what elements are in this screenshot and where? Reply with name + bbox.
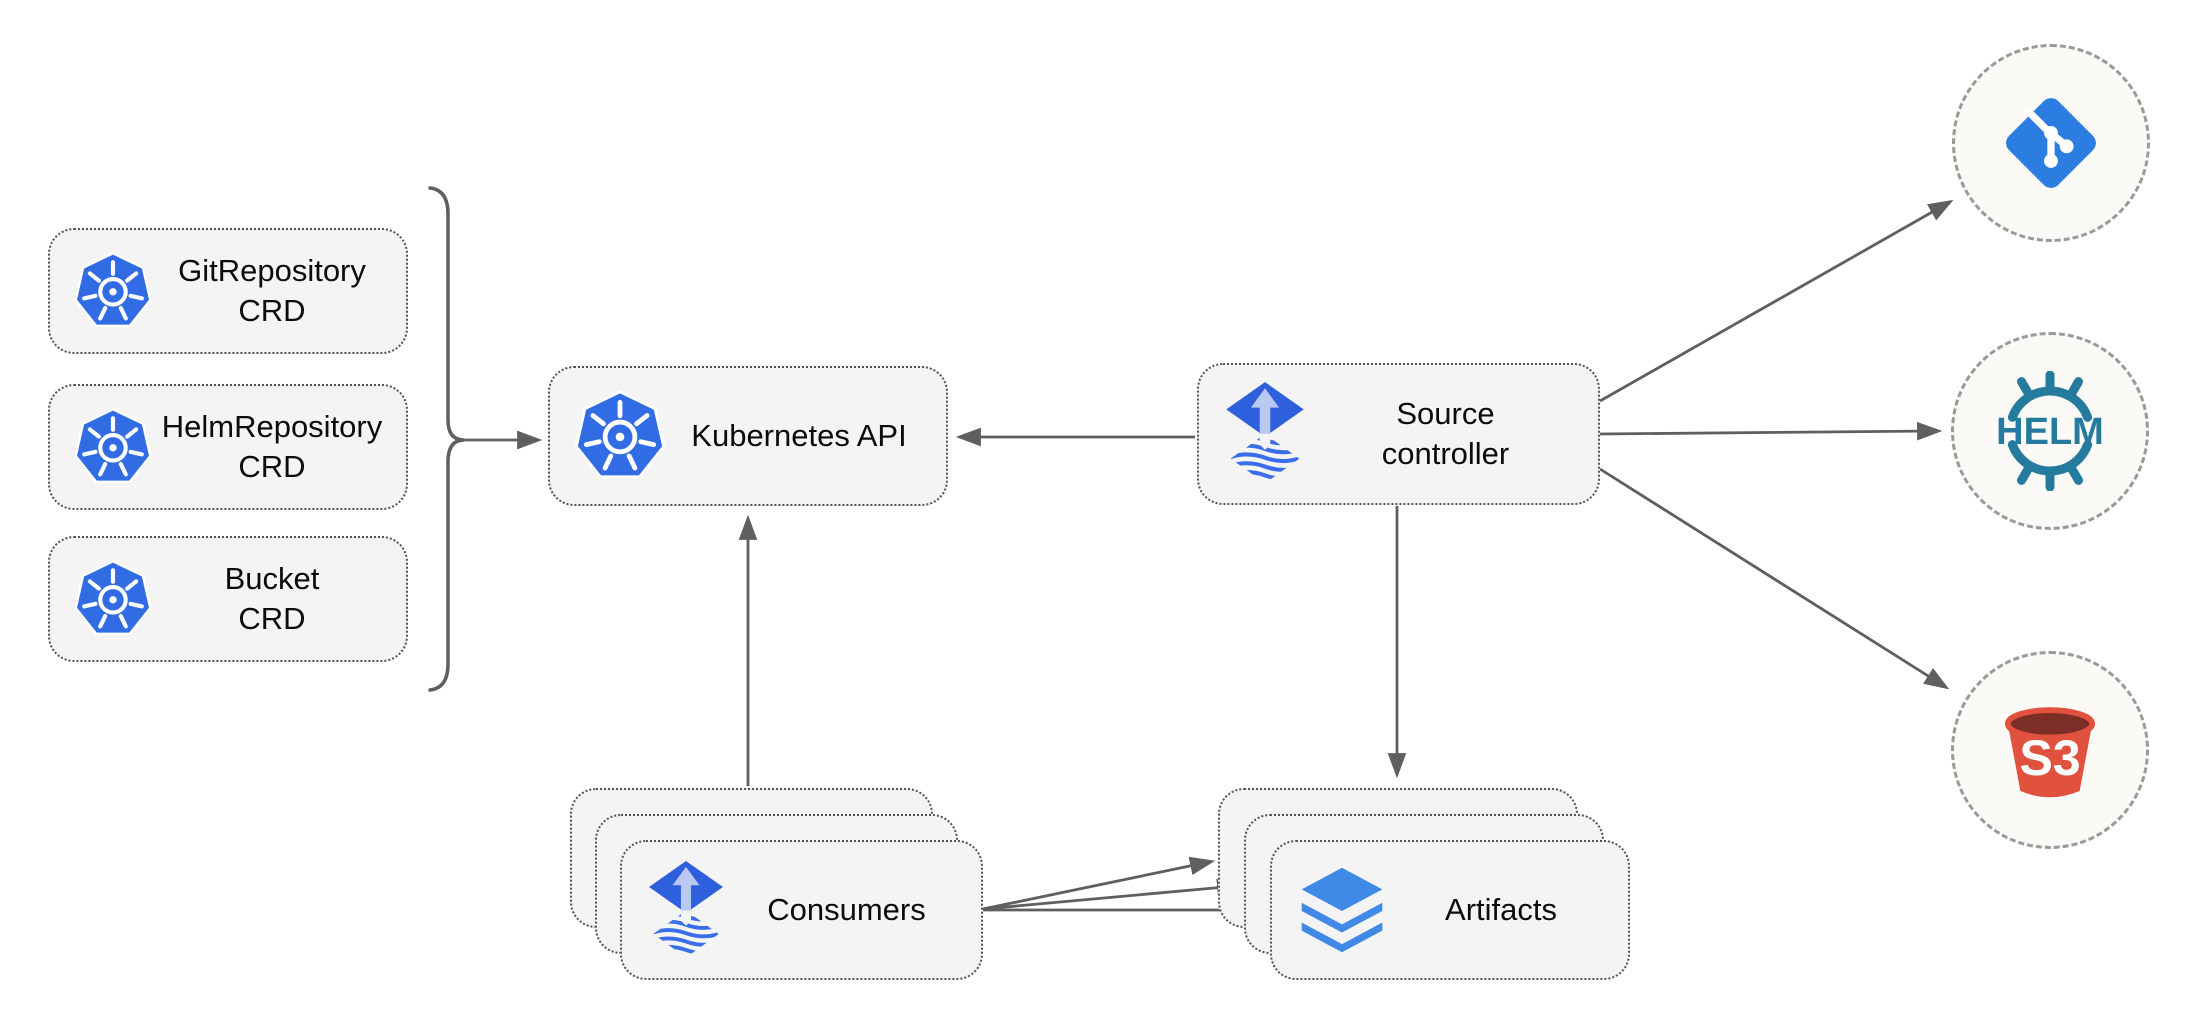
kubernetes-icon — [74, 251, 152, 328]
arrow-source-controller-to-s3 — [1599, 467, 1950, 690]
kubernetes-icon — [574, 390, 666, 479]
s3-bucket-icon: S3 — [2004, 707, 2096, 798]
crd-group-bracket — [428, 186, 465, 692]
git-icon — [2006, 98, 2096, 188]
node-label: HelmRepository CRD — [161, 408, 383, 484]
artifacts-node: Artifacts — [1270, 840, 1630, 980]
consumers-node: Consumers — [620, 840, 983, 980]
flux-icon — [649, 860, 723, 955]
helm-endpoint-circle: HELM — [1951, 332, 2149, 530]
arrow-consumers-to-artifacts-2 — [982, 878, 1243, 911]
git-endpoint-circle — [1952, 44, 2150, 242]
kubernetes-api-node: Kubernetes API — [548, 366, 948, 506]
node-label: Consumers — [767, 891, 926, 927]
helmrepository-crd-node: HelmRepository CRD — [48, 384, 408, 510]
node-label: Artifacts — [1445, 891, 1557, 927]
bucket-crd-node: Bucket CRD — [48, 536, 408, 662]
s3-endpoint-circle: S3 — [1951, 651, 2149, 849]
arrow-source-controller-to-git — [1599, 199, 1954, 403]
layers-icon — [1301, 867, 1383, 953]
helm-wheel-icon: HELM — [1996, 371, 2104, 491]
source-controller-node: Source controller — [1197, 363, 1600, 505]
arrow-source-controller-to-helm — [1599, 421, 1943, 441]
kubernetes-icon — [74, 407, 152, 484]
node-label: Kubernetes API — [691, 417, 907, 453]
gitrepository-crd-node: GitRepository CRD — [48, 228, 408, 354]
node-label: GitRepository CRD — [178, 252, 366, 328]
s3-wordmark: S3 — [2019, 730, 2080, 786]
flux-icon — [1226, 382, 1304, 481]
node-label: Bucket CRD — [224, 560, 320, 636]
arrow-consumers-to-artifacts-1 — [982, 856, 1216, 911]
node-label: Source controller — [1381, 395, 1510, 471]
helm-wordmark: HELM — [1996, 411, 2104, 453]
kubernetes-icon — [74, 559, 152, 636]
